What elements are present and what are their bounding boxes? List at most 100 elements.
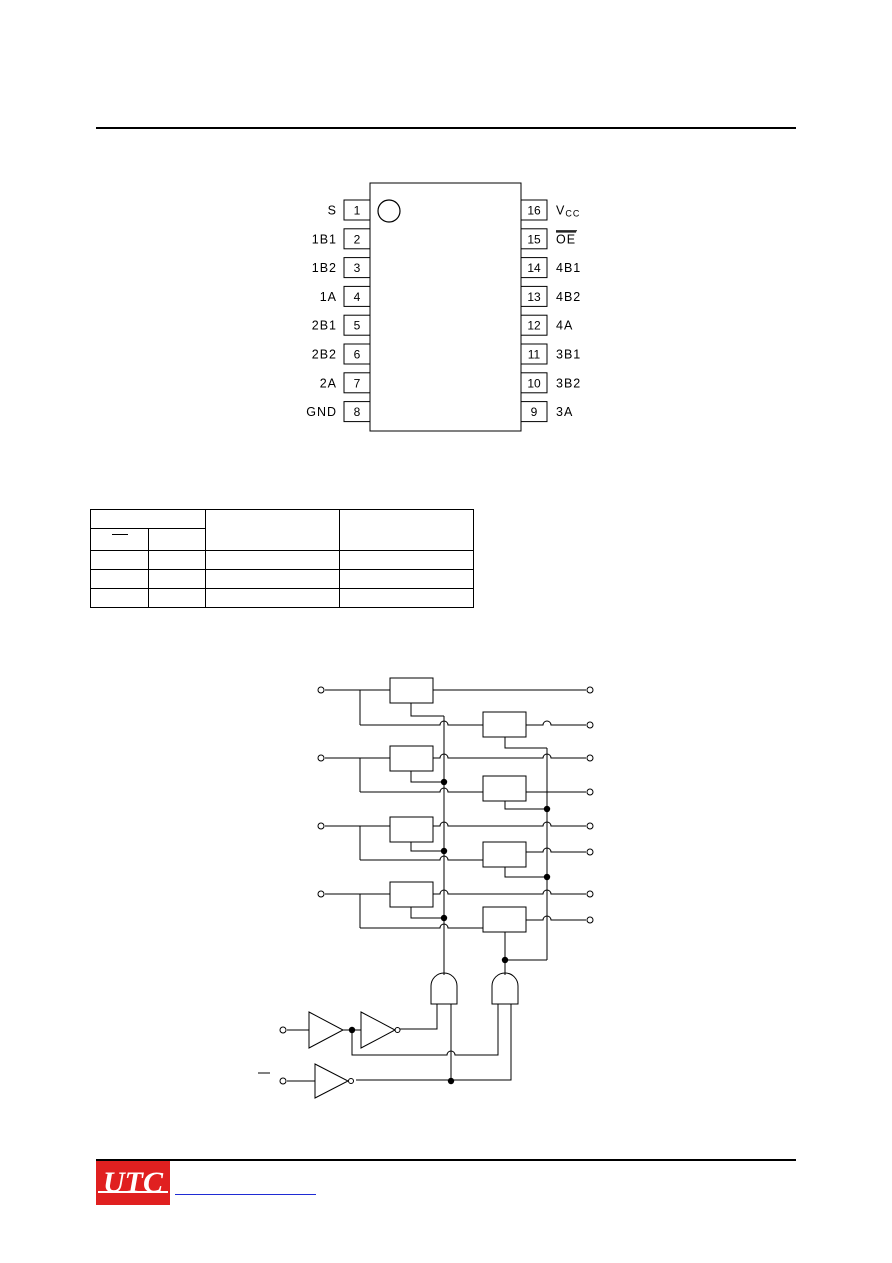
junction-dot <box>440 914 448 922</box>
terminal-4b2 <box>586 916 594 924</box>
switch-box-4b2 <box>482 906 527 933</box>
pin-label: S <box>328 204 337 218</box>
terminal-4b1 <box>586 890 594 898</box>
pin-box <box>343 228 371 250</box>
pin-box <box>343 372 371 394</box>
pin-label: 2A <box>320 376 337 390</box>
and-gate-b2 <box>491 972 519 1005</box>
pin-box <box>343 199 371 221</box>
pin-number: 1 <box>354 204 361 218</box>
junction-dot <box>447 1077 455 1085</box>
pin-label: 3B1 <box>556 348 581 362</box>
junction-dot <box>348 1026 356 1034</box>
switch-box-3b1 <box>389 816 434 843</box>
pin-1: 1S <box>328 199 371 221</box>
pin-number: 8 <box>354 405 361 419</box>
pin-number: 12 <box>527 319 541 333</box>
pin-number: 3 <box>354 261 361 275</box>
pin-label: VCC <box>556 204 580 219</box>
pin-11: 11 3B1 <box>520 343 581 365</box>
function-table-cell <box>338 509 475 551</box>
footer-rule <box>96 1159 796 1161</box>
function-table-cell <box>90 528 149 551</box>
pin-box <box>520 285 548 307</box>
pin-box <box>343 343 371 365</box>
pin-box <box>343 401 371 423</box>
pin-4: 4 1A <box>320 285 371 307</box>
pin-box <box>520 314 548 336</box>
pin-box <box>343 285 371 307</box>
function-table-cell <box>205 550 340 570</box>
pin-number: 10 <box>527 376 541 390</box>
function-table-cell <box>338 569 475 589</box>
s-buffer <box>308 1011 345 1049</box>
function-table-cell <box>147 588 207 608</box>
pin-16: 16 VCC <box>520 199 580 221</box>
switch-box-3b2 <box>482 841 527 868</box>
junction-dot <box>440 778 448 786</box>
utc-logo: UTC <box>96 1161 170 1205</box>
inversion-bubble <box>348 1078 354 1084</box>
terminal-3a <box>317 822 325 830</box>
function-table-cell <box>205 588 340 608</box>
pin-label: 4A <box>556 319 573 333</box>
pin-10: 10 3B2 <box>520 372 581 394</box>
pin-label: 2B1 <box>312 319 337 333</box>
function-table-cell <box>338 588 475 608</box>
pin-box <box>343 257 371 279</box>
pin-label: 1B1 <box>312 232 337 246</box>
pin-label: 3A <box>556 405 573 419</box>
pin-number: 2 <box>354 232 361 246</box>
junction-dot <box>543 805 551 813</box>
terminal-s <box>279 1026 287 1034</box>
function-table-cell <box>147 569 207 589</box>
function-table <box>89 509 475 608</box>
junction-dot <box>543 873 551 881</box>
pin-label: 2B2 <box>312 348 337 362</box>
terminal-2b1 <box>586 754 594 762</box>
pin-3: 3 1B2 <box>312 257 371 279</box>
switch-box-4b1 <box>389 881 434 908</box>
pin1-orientation-mark <box>377 199 401 223</box>
terminal-oe <box>279 1077 287 1085</box>
switch-box-2b2 <box>482 775 527 802</box>
pin-label: 3B2 <box>556 376 581 390</box>
pin-12: 12 4A <box>520 314 573 336</box>
pin-label: GND <box>306 405 337 419</box>
switch-box-1b2 <box>482 711 527 738</box>
pin-label: OE <box>556 232 576 246</box>
function-table-cell <box>90 569 149 589</box>
pin-label: 1B2 <box>312 261 337 275</box>
pin-number: 14 <box>527 261 541 275</box>
website-link-underline[interactable] <box>175 1194 316 1195</box>
terminal-1b2 <box>586 721 594 729</box>
pin-number: 7 <box>354 376 361 390</box>
ic-package-body <box>369 182 522 432</box>
pin-number: 9 <box>531 405 538 419</box>
header-rule <box>96 127 796 129</box>
terminal-4a <box>317 890 325 898</box>
pin-label: 1A <box>320 290 337 304</box>
pin-number: 15 <box>527 232 541 246</box>
pin-box <box>520 257 548 279</box>
terminal-2a <box>317 754 325 762</box>
terminal-3b2 <box>586 848 594 856</box>
junction-dot <box>440 847 448 855</box>
overline-mark <box>112 534 128 535</box>
s-inverter <box>360 1011 397 1049</box>
function-table-cell <box>90 588 149 608</box>
pin-number: 16 <box>527 204 541 218</box>
pin-number: 11 <box>528 348 541 362</box>
oe-inverter <box>314 1063 350 1099</box>
logo-text: UTC <box>103 1166 163 1199</box>
pin-2: 2 1B1 <box>312 228 371 250</box>
pin-9: 9 3A <box>520 401 573 423</box>
terminal-3b1 <box>586 822 594 830</box>
logo-underline <box>98 1191 168 1193</box>
pin-number: 4 <box>354 290 361 304</box>
function-table-cell <box>89 509 207 529</box>
inversion-bubble <box>394 1027 401 1033</box>
